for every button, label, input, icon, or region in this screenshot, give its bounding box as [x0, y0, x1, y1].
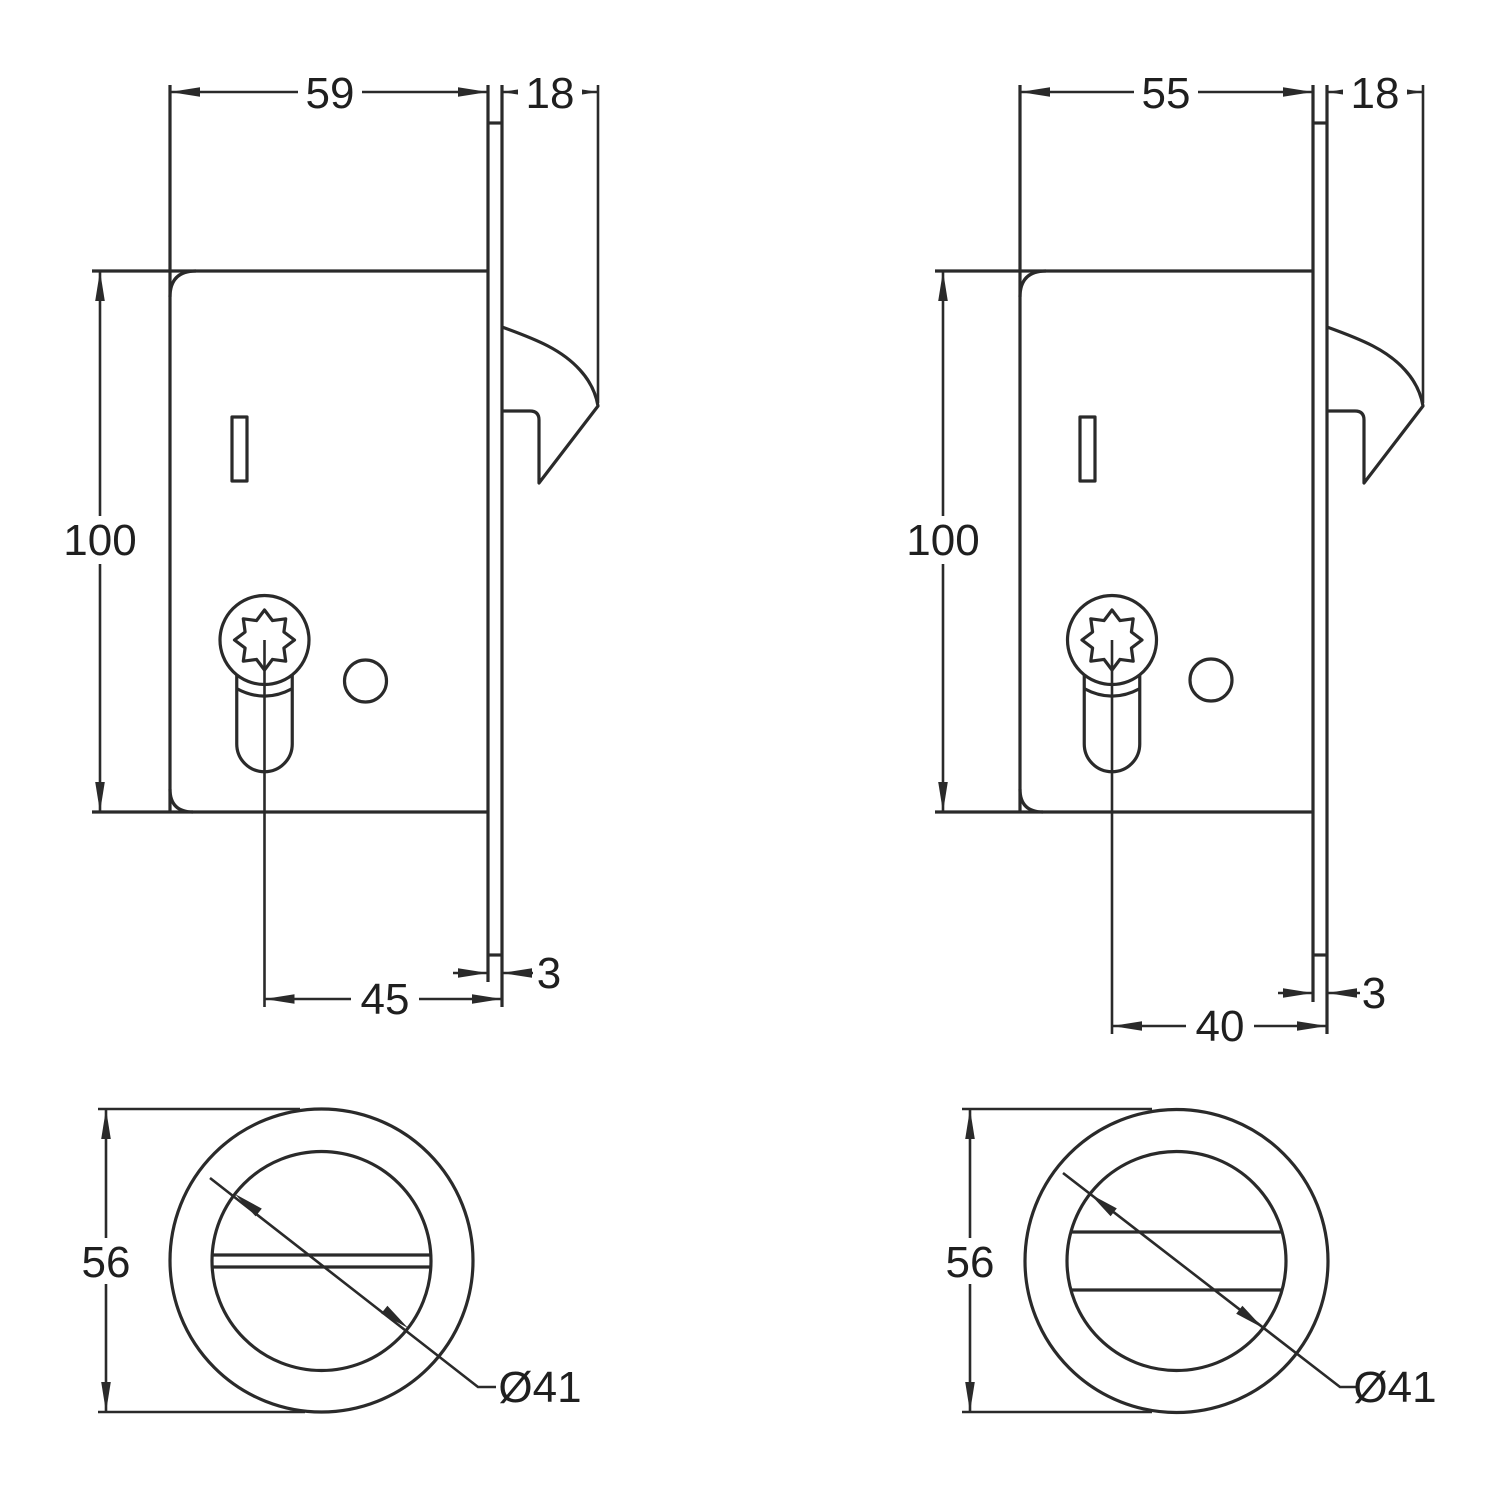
leader-arrow-icon: [1090, 1194, 1117, 1217]
dim-label-mask: [351, 977, 419, 1021]
case-corner-top: [168, 269, 197, 298]
dim-label-height: 100: [63, 516, 136, 565]
case-corner-top: [1018, 269, 1047, 298]
flush-pull-front-view-right: 56 Ø41: [944, 1107, 1437, 1415]
pull-outer-circle: [168, 1107, 475, 1414]
dim-label-mask: [944, 1238, 996, 1284]
hook-bolt: [1326, 325, 1425, 485]
dim-label-bore-diameter: Ø41: [1353, 1363, 1436, 1412]
pull-inner-circle: [1065, 1149, 1288, 1373]
lock-side-view-right: 55 18 100 40 3: [906, 69, 1425, 1051]
dim-label-protrusion: 18: [526, 69, 575, 118]
dim-label-mask: [63, 516, 137, 564]
dim-label-width: 55: [1142, 69, 1191, 118]
dim-label-outer-height: 56: [82, 1238, 131, 1287]
leader-arrow-icon: [235, 1194, 262, 1217]
mounting-slot: [1078, 415, 1097, 483]
mounting-slot: [230, 415, 249, 483]
dim-label-plate-thickness: 3: [537, 949, 561, 998]
pull-outer-circle: [1023, 1107, 1330, 1415]
spindle-hole: [1188, 657, 1234, 703]
dim-label-protrusion: 18: [1351, 69, 1400, 118]
case-corner-bottom: [168, 788, 194, 814]
dim-label-plate-thickness: 3: [1362, 969, 1386, 1018]
case-corner-bottom: [1018, 788, 1044, 814]
flush-pull-front-view-left: 56 Ø41: [80, 1107, 582, 1414]
dim-label-mask: [298, 70, 362, 114]
dim-label-mask: [80, 1238, 132, 1284]
leader-arrow-icon: [1236, 1305, 1263, 1328]
dim-label-height: 100: [906, 516, 979, 565]
spindle-hole: [342, 658, 389, 704]
dim-label-mask: [1343, 70, 1407, 114]
lock-side-view-left: 59 18 100 45 3: [63, 69, 600, 1024]
leader-arrow-icon: [381, 1305, 408, 1328]
pull-inner-circle: [210, 1149, 433, 1373]
dim-label-mask: [1134, 70, 1198, 114]
diameter-leader-line: [1062, 1171, 1356, 1389]
dim-label-mask: [906, 516, 980, 564]
dim-label-width: 59: [306, 69, 355, 118]
dim-label-bore-diameter: Ø41: [498, 1363, 581, 1412]
diameter-leader-line: [209, 1176, 496, 1389]
dim-label-mask: [1186, 1004, 1254, 1048]
dim-label-backset: 40: [1196, 1002, 1245, 1051]
dim-label-mask: [518, 70, 582, 114]
hook-bolt: [501, 325, 600, 485]
dim-label-outer-height: 56: [946, 1238, 995, 1287]
dim-label-backset: 45: [361, 975, 410, 1024]
